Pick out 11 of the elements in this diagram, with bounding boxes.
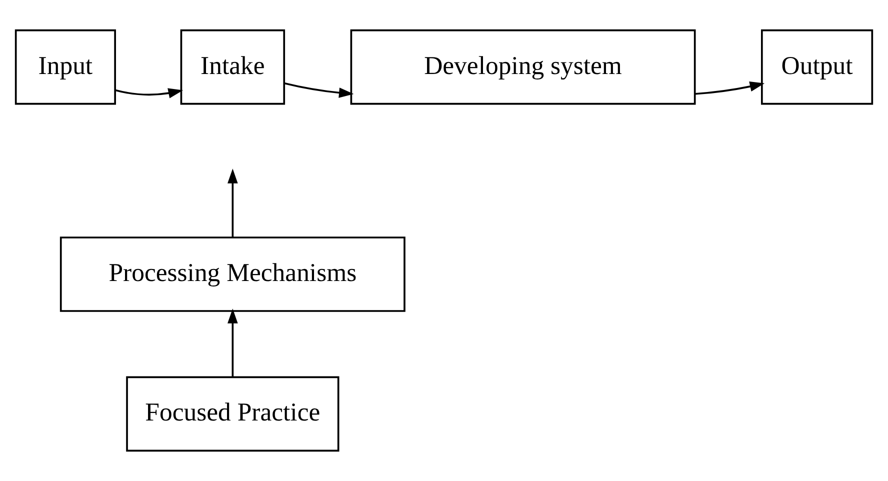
node-box: Processing Mechanisms bbox=[60, 236, 406, 312]
node-box: Intake bbox=[180, 29, 286, 105]
node-box: Output bbox=[760, 29, 874, 105]
arrow bbox=[284, 82, 354, 98]
arrow bbox=[228, 168, 238, 238]
arrow bbox=[228, 308, 238, 378]
node-box: Developing system bbox=[350, 29, 696, 105]
node-box: Input bbox=[14, 29, 116, 105]
node-box: Focused Practice bbox=[126, 376, 340, 452]
arrow bbox=[114, 88, 184, 98]
arrow bbox=[695, 81, 765, 95]
